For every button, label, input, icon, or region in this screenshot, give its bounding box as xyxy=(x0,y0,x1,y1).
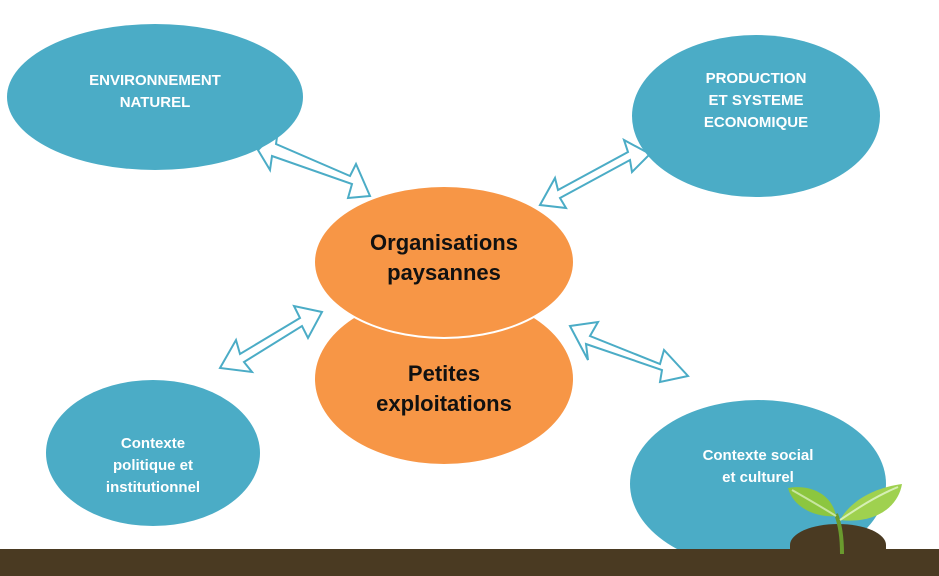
node-political: Contexte politique et institutionnel xyxy=(46,380,260,526)
double-arrow-icon xyxy=(256,127,372,200)
double-arrow-icon xyxy=(538,137,652,210)
soil-mound xyxy=(790,524,886,566)
node-political-line-2: politique et xyxy=(113,456,193,474)
node-environment-line-1: ENVIRONNEMENT xyxy=(89,72,221,89)
double-arrow-icon xyxy=(218,304,324,374)
node-petites-line-1: Petites xyxy=(407,361,481,386)
node-social-line-2: et culturel xyxy=(722,468,794,486)
node-production-line-1: PRODUCTION xyxy=(705,70,807,87)
node-environment-line-2: NATUREL xyxy=(119,94,191,111)
node-org-line-1: Organisations xyxy=(370,230,518,255)
node-social-line-1: Contexte social xyxy=(702,446,814,464)
node-org-line-2: paysannes xyxy=(387,260,501,285)
node-production: PRODUCTION ET SYSTEME ECONOMIQUE xyxy=(632,35,880,197)
node-political-line-3: institutionnel xyxy=(105,478,201,496)
double-arrow-icon xyxy=(568,320,690,384)
node-organisations-paysannes: Organisations paysannes xyxy=(313,185,575,339)
ground-strip xyxy=(0,549,939,576)
sprout-icon xyxy=(788,484,902,555)
node-production-line-2: ET SYSTEME xyxy=(708,92,804,109)
node-production-line-3: ECONOMIQUE xyxy=(703,114,809,131)
node-political-line-1: Contexte xyxy=(120,434,186,452)
node-environment: ENVIRONNEMENT NATUREL xyxy=(7,24,303,170)
node-petites-line-2: exploitations xyxy=(376,391,512,416)
